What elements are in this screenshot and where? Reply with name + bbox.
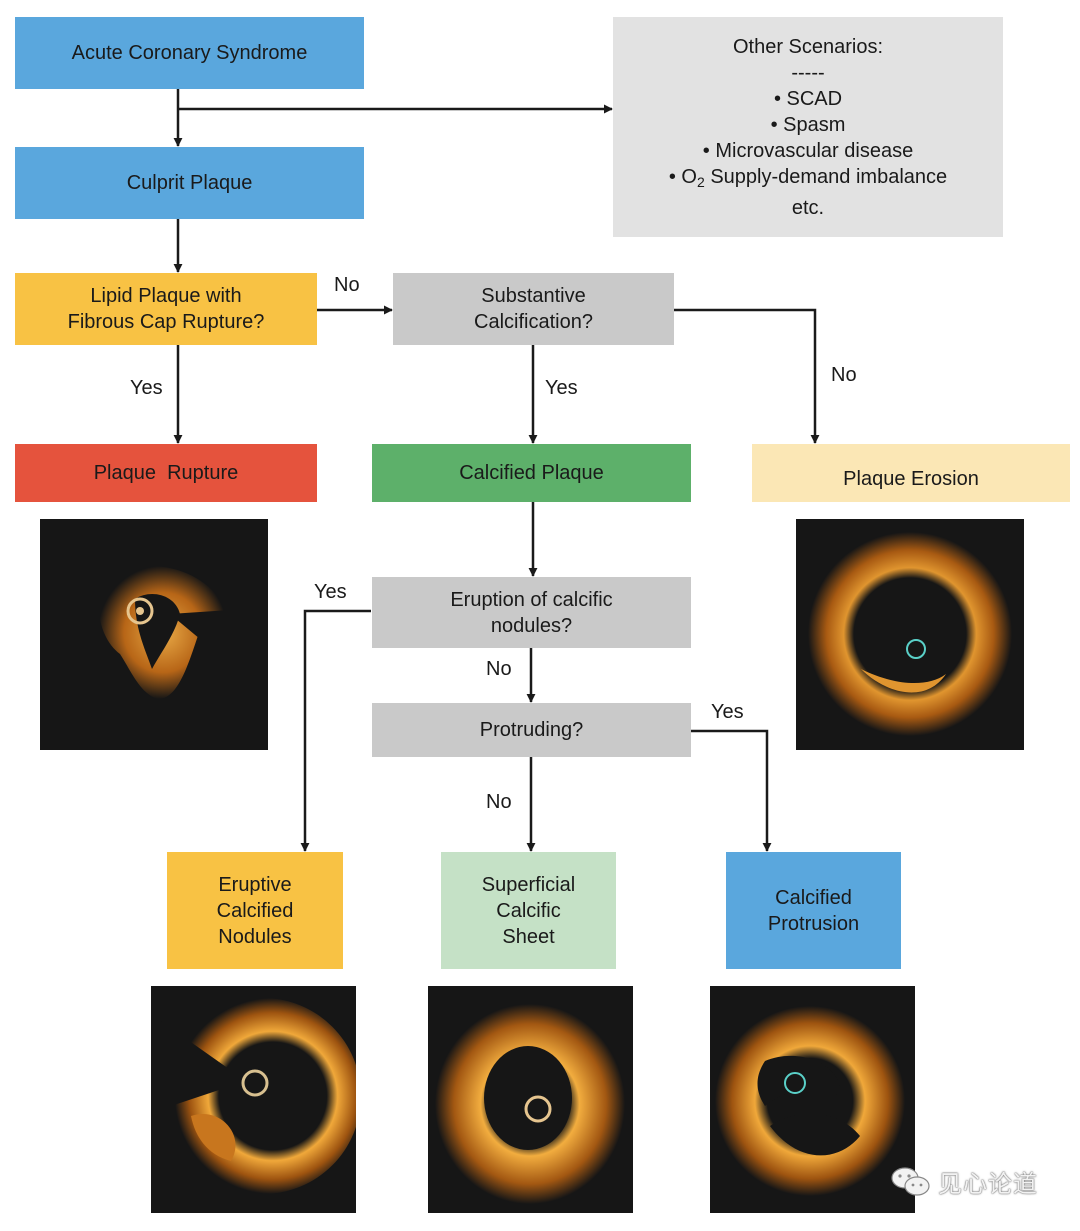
wechat-icon: [891, 1166, 930, 1196]
culprit-plaque-label: Culprit Plaque: [126, 172, 253, 194]
lipid-no-label: No: [334, 274, 360, 296]
o2-prefix: • O: [668, 165, 697, 188]
nodules-label-line3: Nodules: [218, 925, 292, 948]
acute-coronary-syndrome-box: Acute Coronary Syndrome: [15, 17, 364, 89]
eruption-yes-label: Yes: [314, 581, 347, 603]
o2-subscript: 2: [696, 173, 705, 190]
other-scenarios-title: Other Scenarios:: [732, 35, 884, 58]
plaque-erosion-label: Plaque Erosion: [843, 468, 979, 490]
plaque-erosion-box: Plaque Erosion: [752, 444, 1070, 502]
other-item-microvascular: • Microvascular disease: [702, 139, 914, 162]
protrusion-label-line1: Calcified: [775, 886, 852, 909]
other-scenarios-divider: -----: [791, 61, 825, 84]
protruding-question-box: Protruding?: [372, 703, 691, 757]
oct-image-calcified-protrusion: [710, 986, 915, 1213]
acute-coronary-syndrome-label: Acute Coronary Syndrome: [71, 42, 308, 64]
substantive-yes-label: Yes: [545, 377, 578, 399]
substantive-calcification-box: Substantive Calcification?: [393, 273, 674, 345]
arrow-protruding-to-protrusion: [691, 729, 772, 852]
watermark-text: 见心论道: [938, 1171, 1038, 1198]
other-item-scad: • SCAD: [773, 87, 843, 110]
other-item-spasm: • Spasm: [770, 113, 846, 136]
lipid-plaque-label-line1: Lipid Plaque with: [90, 285, 242, 307]
plaque-rupture-box: Plaque Rupture: [15, 444, 317, 502]
other-item-o2-imbalance: • O2 Supply-demand imbalance: [669, 164, 947, 195]
oct-image-eruptive-calcified-nodules: [151, 986, 356, 1213]
eruptive-calcified-nodules-box: Eruptive Calcified Nodules: [167, 852, 343, 969]
eruption-no-label: No: [486, 658, 512, 680]
protruding-no-label: No: [486, 791, 512, 813]
nodules-label-line1: Eruptive: [218, 873, 292, 896]
substantive-label-line2: Calcification?: [474, 311, 593, 333]
culprit-plaque-box: Culprit Plaque: [15, 147, 364, 219]
sheet-label-line3: Sheet: [502, 925, 555, 948]
calcified-plaque-label: Calcified Plaque: [459, 462, 604, 484]
sheet-label-line2: Calcific: [496, 899, 561, 922]
other-item-etc: etc.: [791, 196, 825, 219]
arrow-substantive-to-erosion: [674, 308, 820, 444]
eruption-label-line2: nodules?: [490, 614, 573, 637]
calcified-plaque-box: Calcified Plaque: [372, 444, 691, 502]
protruding-label: Protruding?: [479, 719, 584, 741]
o2-rest: Supply-demand imbalance: [704, 165, 948, 188]
oct-image-plaque-erosion: [796, 519, 1024, 750]
other-scenarios-box: Other Scenarios: ----- • SCAD • Spasm • …: [613, 17, 1003, 237]
eruption-label-line1: Eruption of calcific: [450, 588, 613, 611]
eruption-question-box: Eruption of calcific nodules?: [372, 577, 691, 648]
arrow-eruption-to-nodules: [300, 609, 371, 852]
nodules-label-line2: Calcified: [216, 899, 294, 922]
lipid-yes-label: Yes: [130, 377, 163, 399]
protrusion-label-line2: Protrusion: [767, 912, 860, 935]
sheet-label-line1: Superficial: [481, 873, 576, 896]
plaque-rupture-label: Plaque Rupture: [93, 462, 239, 484]
watermark: 见心论道: [890, 1164, 1038, 1199]
substantive-label-line1: Substantive: [481, 285, 586, 307]
lipid-plaque-label-line2: Fibrous Cap Rupture?: [67, 311, 265, 333]
superficial-calcific-sheet-box: Superficial Calcific Sheet: [441, 852, 616, 969]
lipid-plaque-question-box: Lipid Plaque with Fibrous Cap Rupture?: [15, 273, 317, 345]
substantive-no-label: No: [831, 364, 857, 386]
oct-image-plaque-rupture: [40, 519, 268, 750]
calcified-protrusion-box: Calcified Protrusion: [726, 852, 901, 969]
oct-image-superficial-calcific-sheet: [428, 986, 633, 1213]
protruding-yes-label: Yes: [711, 701, 744, 723]
